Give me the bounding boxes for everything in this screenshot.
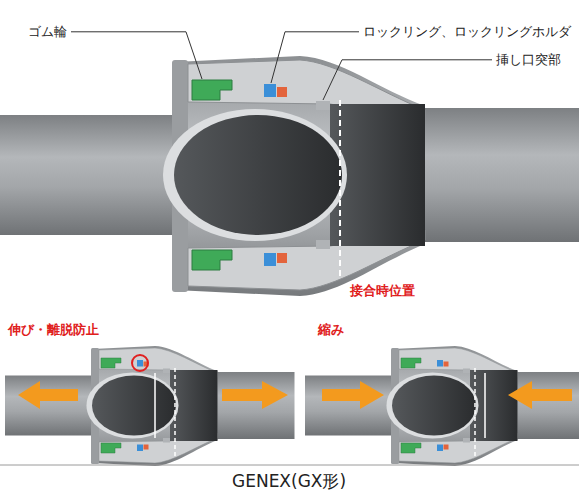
- leader-line: [323, 60, 492, 100]
- part-label: 縮み: [318, 322, 344, 338]
- part-label: 伸び・離脱防止: [8, 322, 99, 338]
- leader-line: [271, 32, 359, 83]
- caption: GENEX(GX形): [232, 471, 346, 491]
- part-label: ゴム輪: [28, 24, 67, 40]
- part-label: 接合時位置: [350, 283, 415, 299]
- leader-line: [71, 32, 202, 79]
- part-label: 挿し口突部: [496, 52, 561, 68]
- part-label: ロックリング、ロックリングホルダ: [363, 24, 571, 40]
